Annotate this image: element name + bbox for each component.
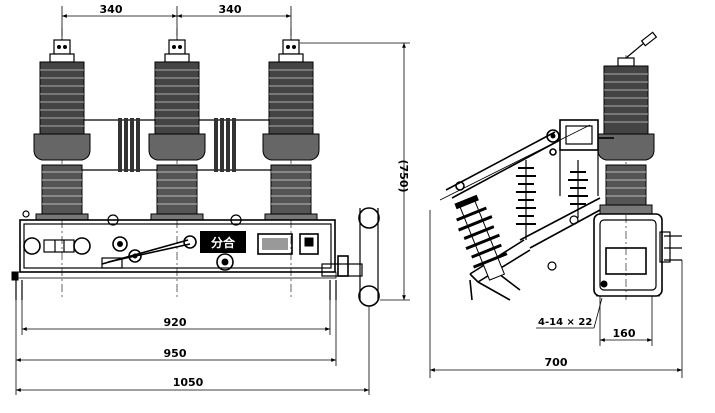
dim-340-left: 340 — [100, 3, 123, 16]
side-arrester — [454, 194, 508, 281]
side-cutout — [559, 119, 614, 196]
mounting-hole-label: 4-14 × 22 — [538, 317, 592, 328]
dimension-340-pair: 340 340 — [61, 3, 292, 48]
open-close-indicator: 分合 — [200, 231, 246, 253]
dim-750: (750) — [397, 159, 410, 192]
dimension-750: (750) — [300, 42, 410, 301]
side-insulators — [516, 160, 588, 240]
dim-920: 920 — [164, 316, 187, 329]
indicator-label: 分合 — [211, 235, 236, 250]
side-view: 4-14 × 22 160 700 — [429, 31, 683, 378]
front-view: 340 340 — [11, 3, 410, 395]
side-housing — [593, 213, 682, 297]
side-pole — [597, 31, 658, 300]
dim-1050: 1050 — [173, 376, 204, 389]
dim-340-right: 340 — [219, 3, 242, 16]
interphase-connectors — [118, 118, 236, 172]
pole-left — [33, 39, 91, 221]
dimension-bottom: 920 950 1050 — [15, 300, 370, 395]
dim-160: 160 — [613, 327, 636, 340]
mounting-hole-callout: 4-14 × 22 — [536, 297, 603, 329]
mechanism-housing — [11, 207, 380, 307]
pole-right — [262, 39, 320, 221]
dimension-160: 160 — [599, 296, 653, 346]
dim-700: 700 — [545, 356, 568, 369]
pole-middle — [148, 39, 206, 221]
dimension-700: 700 — [429, 210, 683, 378]
dim-950: 950 — [164, 347, 187, 360]
